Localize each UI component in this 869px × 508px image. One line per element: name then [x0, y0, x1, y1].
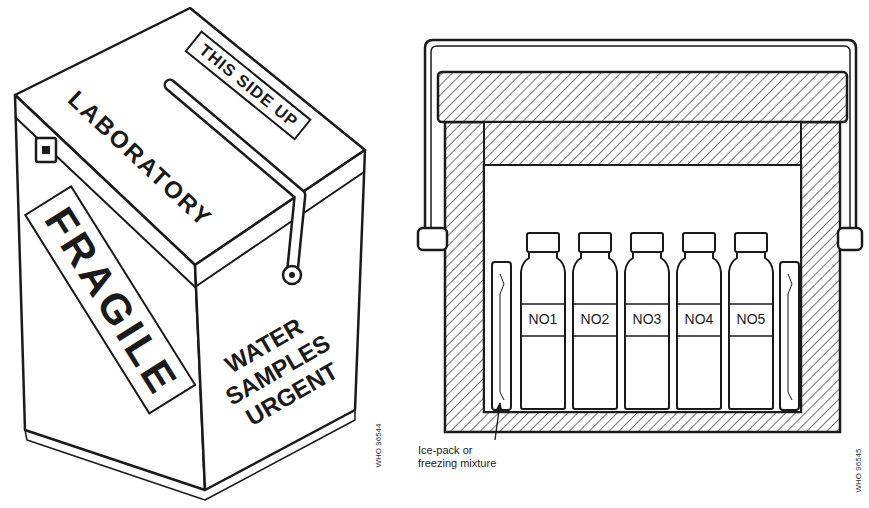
ice-pack-mark [788, 274, 792, 400]
bottle-label-edge [729, 303, 773, 305]
bottle-label-edge [625, 303, 669, 305]
handle-pivot [283, 266, 301, 284]
bottle-body [573, 252, 617, 409]
base-rim [25, 410, 355, 500]
handle-pivot-pin [289, 272, 295, 278]
latch-knob [42, 146, 50, 154]
bottle-label-edge [625, 335, 669, 337]
handle-knob [418, 228, 447, 250]
bottle-cap [527, 233, 559, 252]
bottle-body [625, 252, 669, 409]
bottle-label-edge [521, 335, 565, 337]
cavity [484, 165, 801, 412]
sample-bottle: NO5 [728, 232, 774, 410]
bottle-body [677, 252, 721, 409]
cross-section [418, 40, 862, 440]
bottle-cap [579, 233, 611, 252]
handle-knob [838, 228, 862, 250]
sample-bottle: NO1 [520, 232, 566, 410]
bottle-body [521, 252, 565, 409]
sample-bottle: NO2 [572, 232, 618, 410]
ice-pack [492, 262, 511, 410]
bottle-label-edge [573, 303, 617, 305]
label-text: NO2 [581, 312, 610, 327]
bottle-cap [631, 233, 663, 252]
bottle-label-edge [573, 335, 617, 337]
bottle-cap [683, 233, 715, 252]
lid-plug [484, 122, 801, 165]
bottle-cap [735, 233, 767, 252]
bottle-label-edge [729, 335, 773, 337]
latch [36, 138, 56, 162]
label-text: NO3 [633, 312, 662, 327]
bottle-body [729, 252, 773, 409]
ice-pack-mark [500, 274, 504, 400]
leader-arrow [495, 403, 500, 440]
insulated-wall [445, 122, 840, 432]
sample-bottle: NO3 [624, 232, 670, 410]
bottle-label-edge [677, 303, 721, 305]
side-face [195, 150, 365, 490]
label-text: NO1 [529, 312, 558, 327]
label-text: NO4 [685, 312, 714, 327]
front-face [15, 95, 205, 490]
figure-code: WHO 96545 [854, 448, 863, 492]
bottle-label-edge [677, 335, 721, 337]
lid [438, 72, 847, 122]
ice-pack [780, 262, 799, 410]
label-text: NO5 [737, 312, 766, 327]
figure-code: WHO 96544 [374, 423, 383, 467]
sample-bottle: NO4 [676, 232, 722, 410]
callout-label: Ice-pack or freezing mixture [418, 444, 510, 470]
bottle-label-edge [521, 303, 565, 305]
